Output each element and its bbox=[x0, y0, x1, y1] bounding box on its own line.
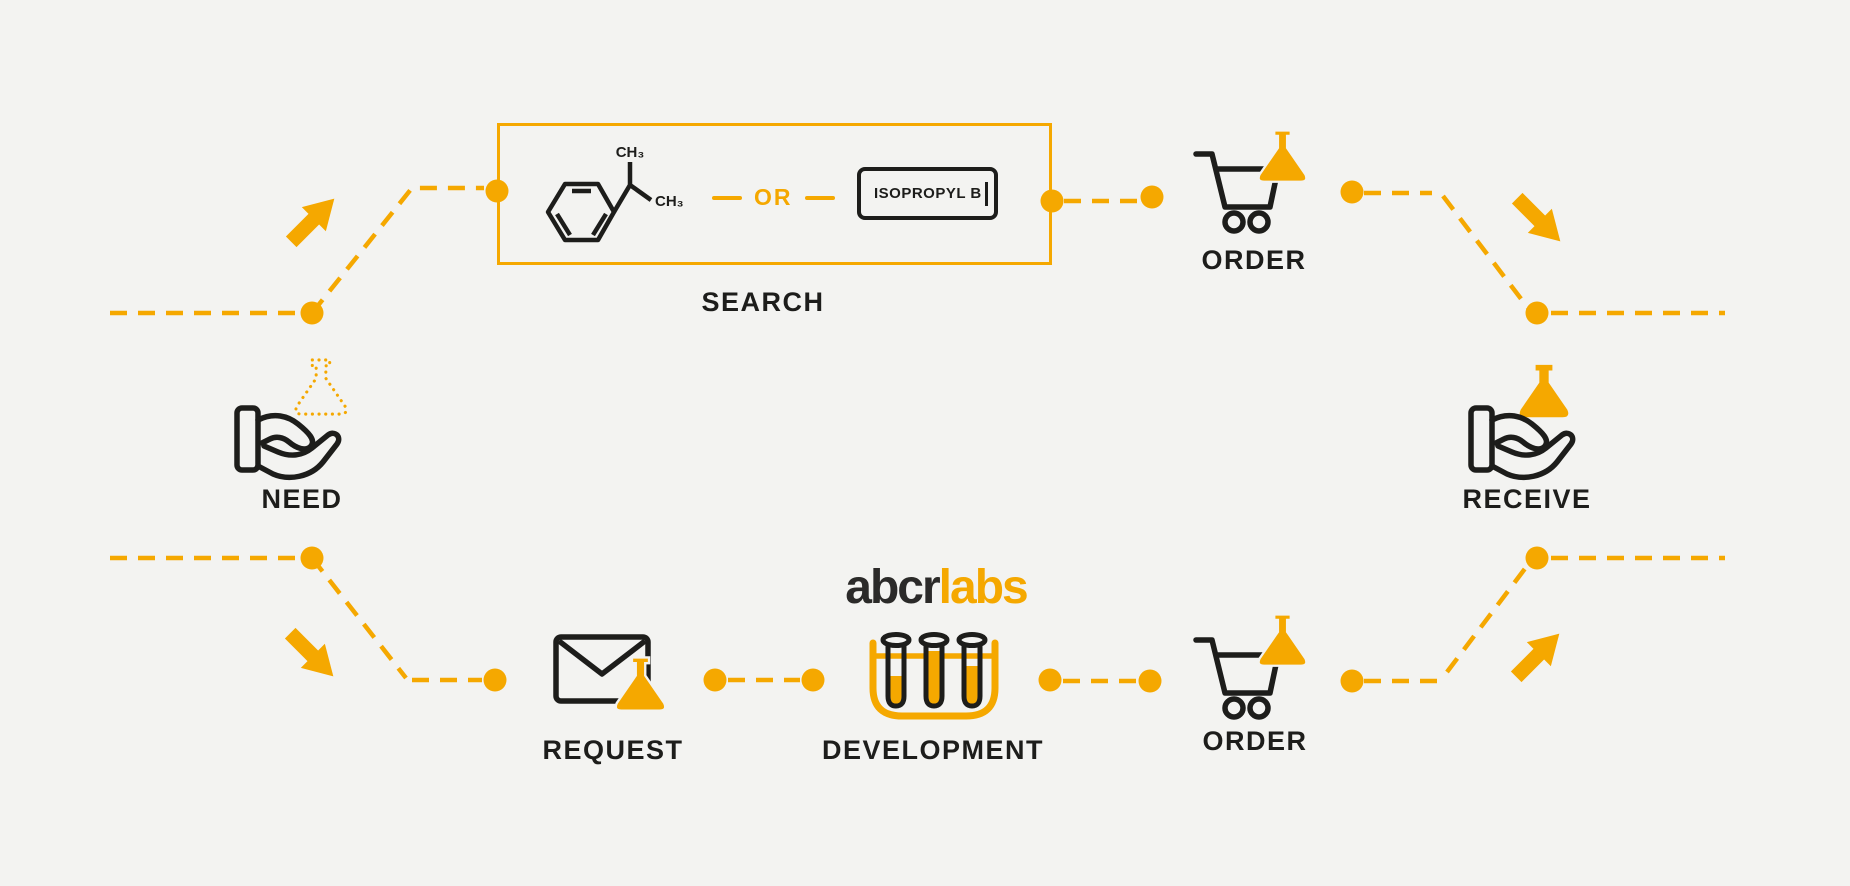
path-down-to-request bbox=[310, 556, 408, 680]
node-dot bbox=[300, 546, 324, 570]
node-dot bbox=[1138, 669, 1162, 693]
isopropylbenzene-structure-icon: CH₃ CH₃ bbox=[545, 144, 684, 243]
path-down-to-receive bbox=[1441, 194, 1530, 310]
flask-icon bbox=[1257, 613, 1308, 667]
or-label: OR bbox=[754, 184, 793, 210]
ch3-label: CH₃ bbox=[616, 144, 645, 161]
node-dot bbox=[483, 668, 507, 692]
open-hand-icon bbox=[234, 405, 342, 480]
node-dot bbox=[1040, 189, 1064, 213]
arrow-down-right-icon bbox=[278, 621, 346, 689]
node-dot bbox=[1038, 668, 1062, 692]
search-box bbox=[497, 123, 1052, 265]
node-dot bbox=[300, 301, 324, 325]
node-dot bbox=[703, 668, 727, 692]
logo-labs: labs bbox=[938, 561, 1029, 614]
test-tube-rack-icon bbox=[869, 632, 999, 720]
or-dash-left bbox=[712, 195, 742, 200]
order-bottom-label: ORDER bbox=[1202, 726, 1308, 756]
test-tube bbox=[918, 632, 950, 709]
open-hand-icon bbox=[1468, 405, 1576, 480]
search-input-value: ISOPROPYL B bbox=[874, 185, 982, 202]
arrow-down-right-icon bbox=[1505, 186, 1573, 254]
flask-icon bbox=[614, 656, 667, 712]
envelope-icon bbox=[553, 634, 651, 704]
node-dot bbox=[1525, 301, 1549, 325]
path-need-to-search bbox=[310, 185, 484, 315]
search-label: SEARCH bbox=[701, 287, 825, 317]
ch3-label: CH₃ bbox=[655, 193, 684, 210]
order-top-label: ORDER bbox=[1201, 245, 1307, 275]
flask-icon bbox=[1257, 129, 1308, 183]
or-separator: OR bbox=[712, 184, 835, 211]
node-dot bbox=[1340, 180, 1364, 204]
node-dot bbox=[801, 668, 825, 692]
node-dot bbox=[1340, 669, 1364, 693]
arrow-up-right-icon bbox=[279, 186, 347, 254]
node-dot bbox=[1525, 546, 1549, 570]
arrow-up-right-icon bbox=[1504, 621, 1572, 689]
search-input[interactable]: ISOPROPYL B bbox=[857, 167, 998, 220]
or-dash-right bbox=[804, 195, 835, 200]
test-tube bbox=[880, 632, 912, 709]
development-label: DEVELOPMENT bbox=[821, 735, 1045, 765]
text-cursor bbox=[984, 181, 988, 206]
test-tube bbox=[956, 632, 988, 709]
logo-abcr: abcr bbox=[845, 561, 940, 614]
request-label: REQUEST bbox=[542, 735, 684, 765]
path-up-to-receive bbox=[1445, 560, 1532, 674]
node-dot bbox=[1140, 185, 1164, 209]
receive-label: RECEIVE bbox=[1462, 484, 1592, 514]
abcr-labs-logo: abcrlabs bbox=[845, 560, 1029, 615]
need-label: NEED bbox=[261, 484, 343, 514]
